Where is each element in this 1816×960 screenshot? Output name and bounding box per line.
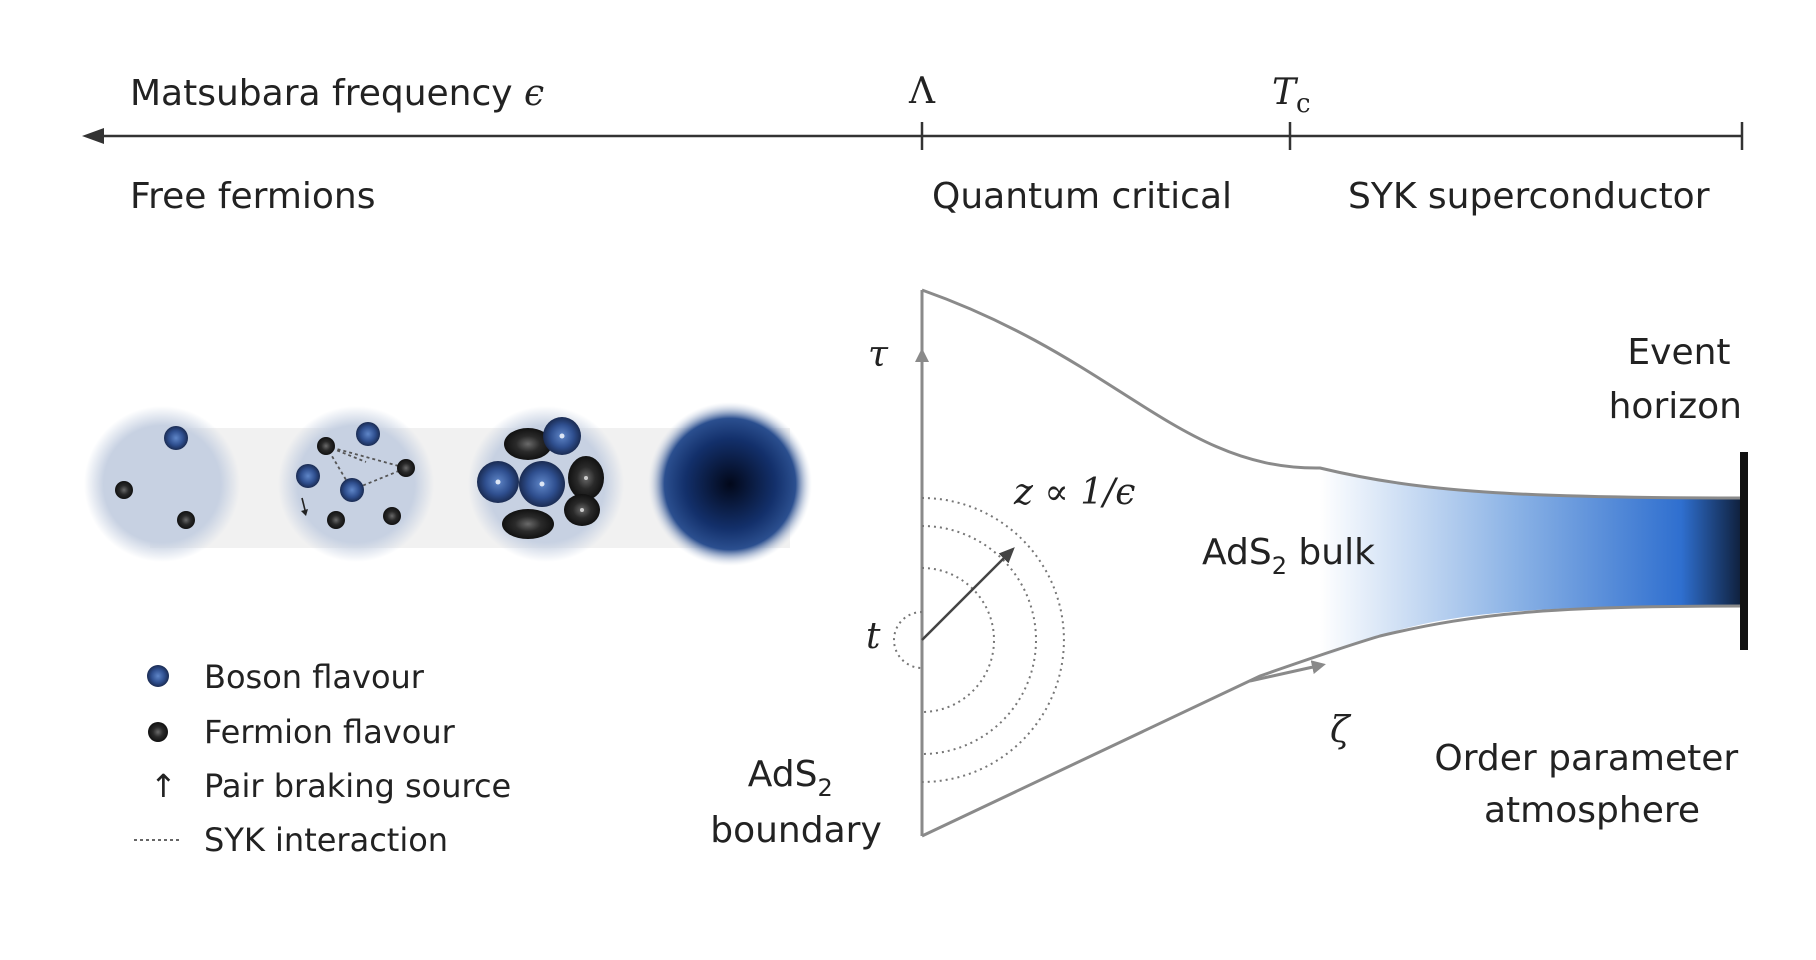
cluster-paired <box>468 406 624 562</box>
ads2-bulk-label: AdS2 bulk <box>1202 532 1375 580</box>
fermion-particle <box>327 511 345 529</box>
boson-particle <box>340 478 364 502</box>
legend-fermion-label: Fermion flavour <box>204 713 456 751</box>
zeta-arrow <box>1249 660 1326 683</box>
region-quantum-critical: Quantum critical <box>932 176 1232 217</box>
radial-shells <box>893 497 1065 783</box>
throat-lower-edge <box>921 604 1746 838</box>
legend: Boson flavour Fermion flavour ↑ Pair bra… <box>134 658 511 859</box>
fermion-particle <box>383 507 401 525</box>
z-relation-label: z ∝ 1/ϵ <box>1013 472 1135 513</box>
fermion-particle <box>317 437 335 455</box>
boson-particle <box>296 464 320 488</box>
condensate-cluster <box>648 402 812 566</box>
throat-upper-edge <box>921 288 1746 500</box>
region-syk-superconductor: SYK superconductor <box>1348 176 1710 217</box>
legend-boson-label: Boson flavour <box>204 658 425 696</box>
t-label: t <box>866 616 881 657</box>
axis-arrowhead-left <box>82 128 104 144</box>
cluster-interacting <box>278 406 434 562</box>
legend-boson-icon <box>147 665 169 687</box>
boson-particle <box>356 422 380 446</box>
fermion-particle <box>177 511 195 529</box>
event-horizon-bar <box>1740 452 1748 650</box>
legend-source-icon: ↑ <box>150 767 177 805</box>
pair-breaking-arrow <box>301 497 308 516</box>
legend-fermion-icon <box>148 722 168 742</box>
tc-label: Tc <box>1272 72 1311 119</box>
throat-fill <box>1320 468 1745 660</box>
zeta-label: ζ <box>1330 710 1352 751</box>
tau-label: τ <box>868 334 889 375</box>
fermion-particle <box>397 459 415 477</box>
region-free-fermions: Free fermions <box>130 176 376 217</box>
boson-particle <box>164 426 188 450</box>
axis-left-label: Matsubara frequency ϵ <box>130 73 544 114</box>
lambda-label: Λ <box>908 71 936 112</box>
particle-clusters <box>84 402 812 566</box>
legend-interaction-label: SYK interaction <box>204 821 448 859</box>
ads2-boundary-label: AdS2 boundary <box>710 754 882 851</box>
fermion-particle <box>115 481 133 499</box>
z-radius-arrow <box>921 547 1015 641</box>
order-parameter-atmosphere-label: Order parameter atmosphere <box>1434 738 1749 831</box>
ads2-geometry: τ t ζ z ∝ 1/ϵ AdS2 bulk AdS2 boundary Ev… <box>710 288 1749 851</box>
cluster-free <box>84 406 240 562</box>
legend-source-label: Pair braking source <box>204 767 511 805</box>
frequency-axis: Matsubara frequency ϵ Λ Tc Free fermions… <box>82 71 1744 217</box>
event-horizon-label: Event horizon <box>1609 332 1742 427</box>
